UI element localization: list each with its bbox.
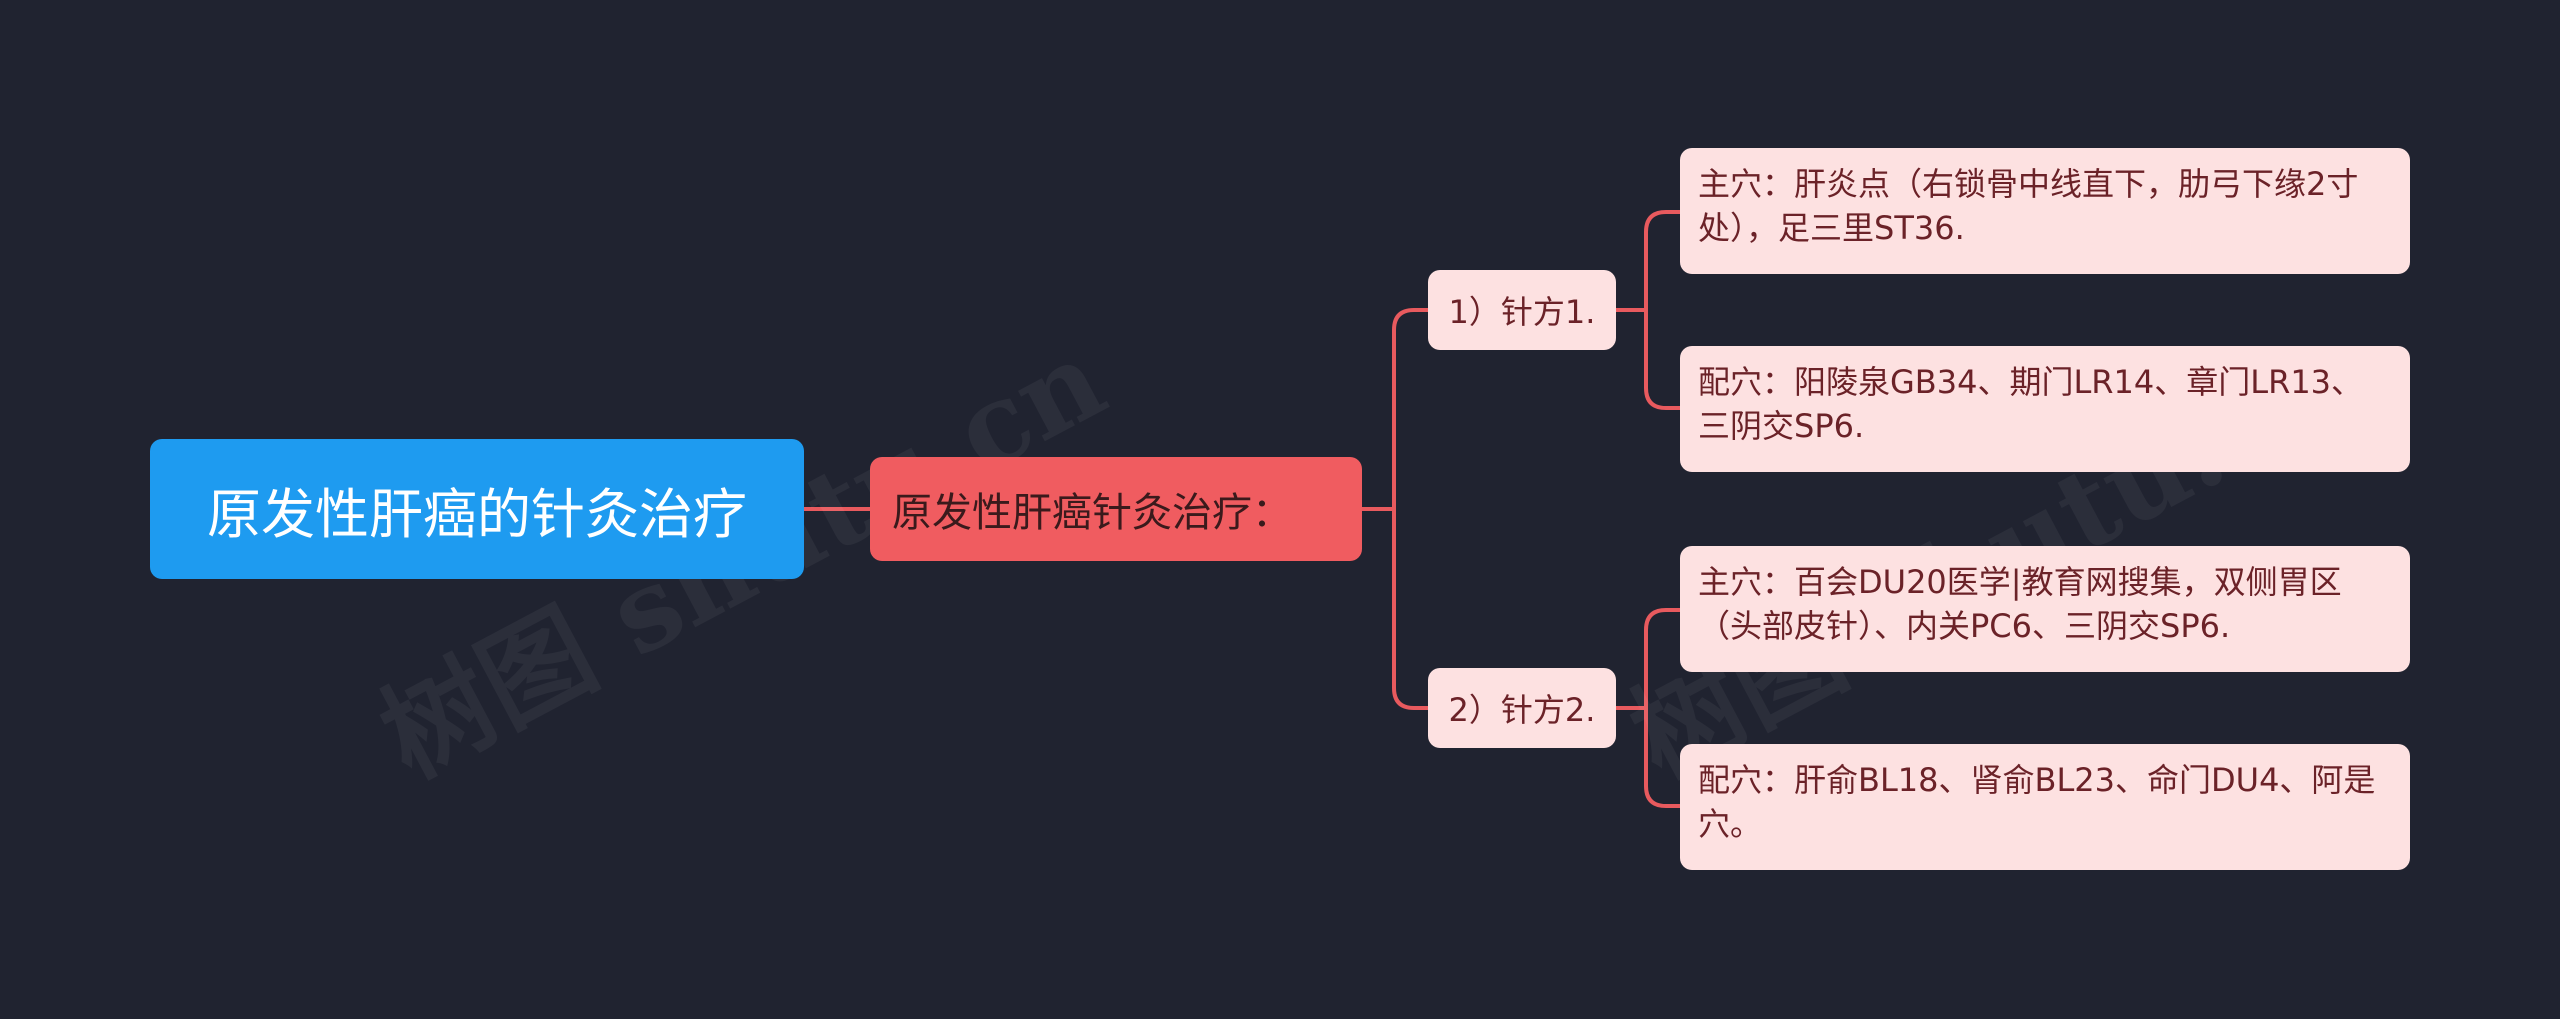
connector-branch-group2 [1362,507,1428,710]
root-node[interactable]: 原发性肝癌的针灸治疗 [150,439,804,579]
leaf-node-main-points-2[interactable]: 主穴：百会DU20医学|教育网搜集，双侧胃区（头部皮针）、内关PC6、三阴交SP… [1680,546,2410,672]
connector-group1-item1 [1616,210,1680,312]
connector-group2-item2 [1616,706,1680,808]
leaf-node-secondary-points-1[interactable]: 配穴：阳陵泉GB34、期门LR14、章门LR13、三阴交SP6. [1680,346,2410,472]
connector-branch-group1 [1362,308,1428,511]
group-node-2[interactable]: 2）针方2. [1428,668,1616,748]
leaf-node-secondary-points-2[interactable]: 配穴：肝俞BL18、肾俞BL23、命门DU4、阿是穴。 [1680,744,2410,870]
leaf-node-main-points-1[interactable]: 主穴：肝炎点（右锁骨中线直下，肋弓下缘2寸处），足三里ST36. [1680,148,2410,274]
group-node-1[interactable]: 1）针方1. [1428,270,1616,350]
connector-group1-item2 [1616,308,1680,410]
branch-node[interactable]: 原发性肝癌针灸治疗： [870,457,1362,561]
connector-group2-item1 [1616,608,1680,710]
